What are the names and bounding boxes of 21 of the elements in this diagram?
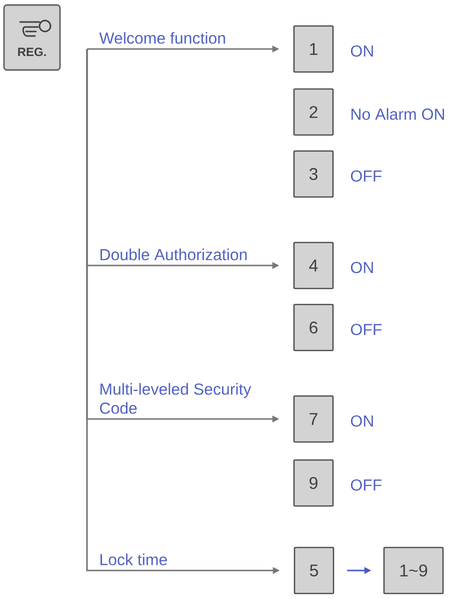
number-box: 4: [293, 242, 334, 290]
key-button: REG.: [3, 4, 61, 71]
number-box: 3: [293, 150, 334, 198]
number-box: 7: [293, 395, 334, 443]
number-box: 6: [293, 304, 334, 352]
edge-label: Multi-leveled Security Code: [98, 382, 252, 415]
number-box: 2: [293, 88, 334, 136]
edge-label: Double Authorization: [98, 248, 249, 262]
edge-label: Lock time: [98, 552, 169, 566]
option-label: ON: [350, 45, 373, 57]
option-label: OFF: [350, 479, 382, 491]
number-box: 1~9: [383, 546, 444, 594]
option-label: No Alarm ON: [352, 108, 444, 120]
number-box: 1: [293, 25, 334, 73]
option-label: ON: [350, 262, 373, 274]
number-box: 9: [293, 459, 334, 507]
edge-label: Welcome function: [98, 31, 228, 45]
option-label: OFF: [350, 170, 382, 182]
option-label: ON: [350, 415, 373, 427]
number-box: 5: [294, 546, 334, 594]
option-label: OFF: [350, 324, 382, 336]
